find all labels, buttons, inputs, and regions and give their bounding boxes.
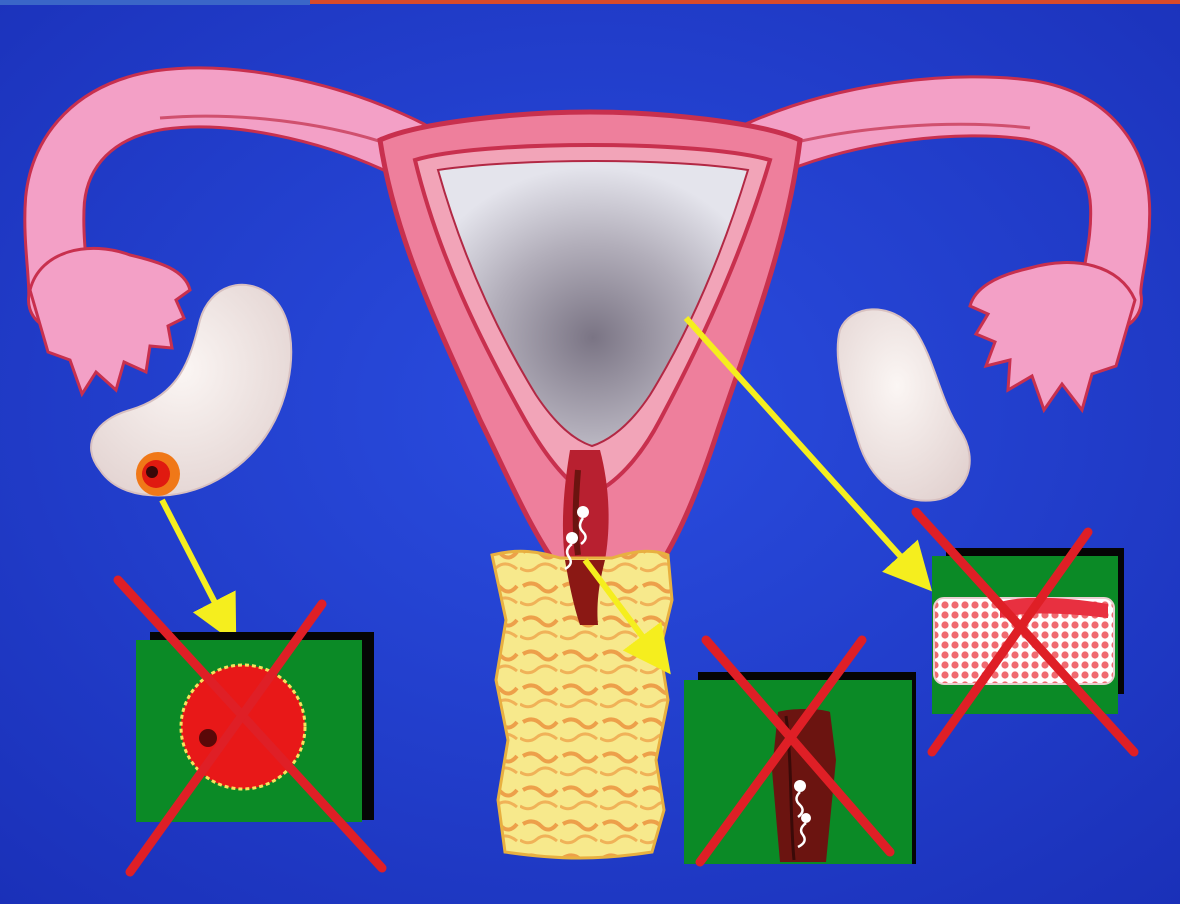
- top-strip: [0, 0, 310, 5]
- panel-cervical-mucus: [684, 640, 916, 864]
- vagina: [492, 551, 672, 858]
- top-rule: [310, 0, 1180, 4]
